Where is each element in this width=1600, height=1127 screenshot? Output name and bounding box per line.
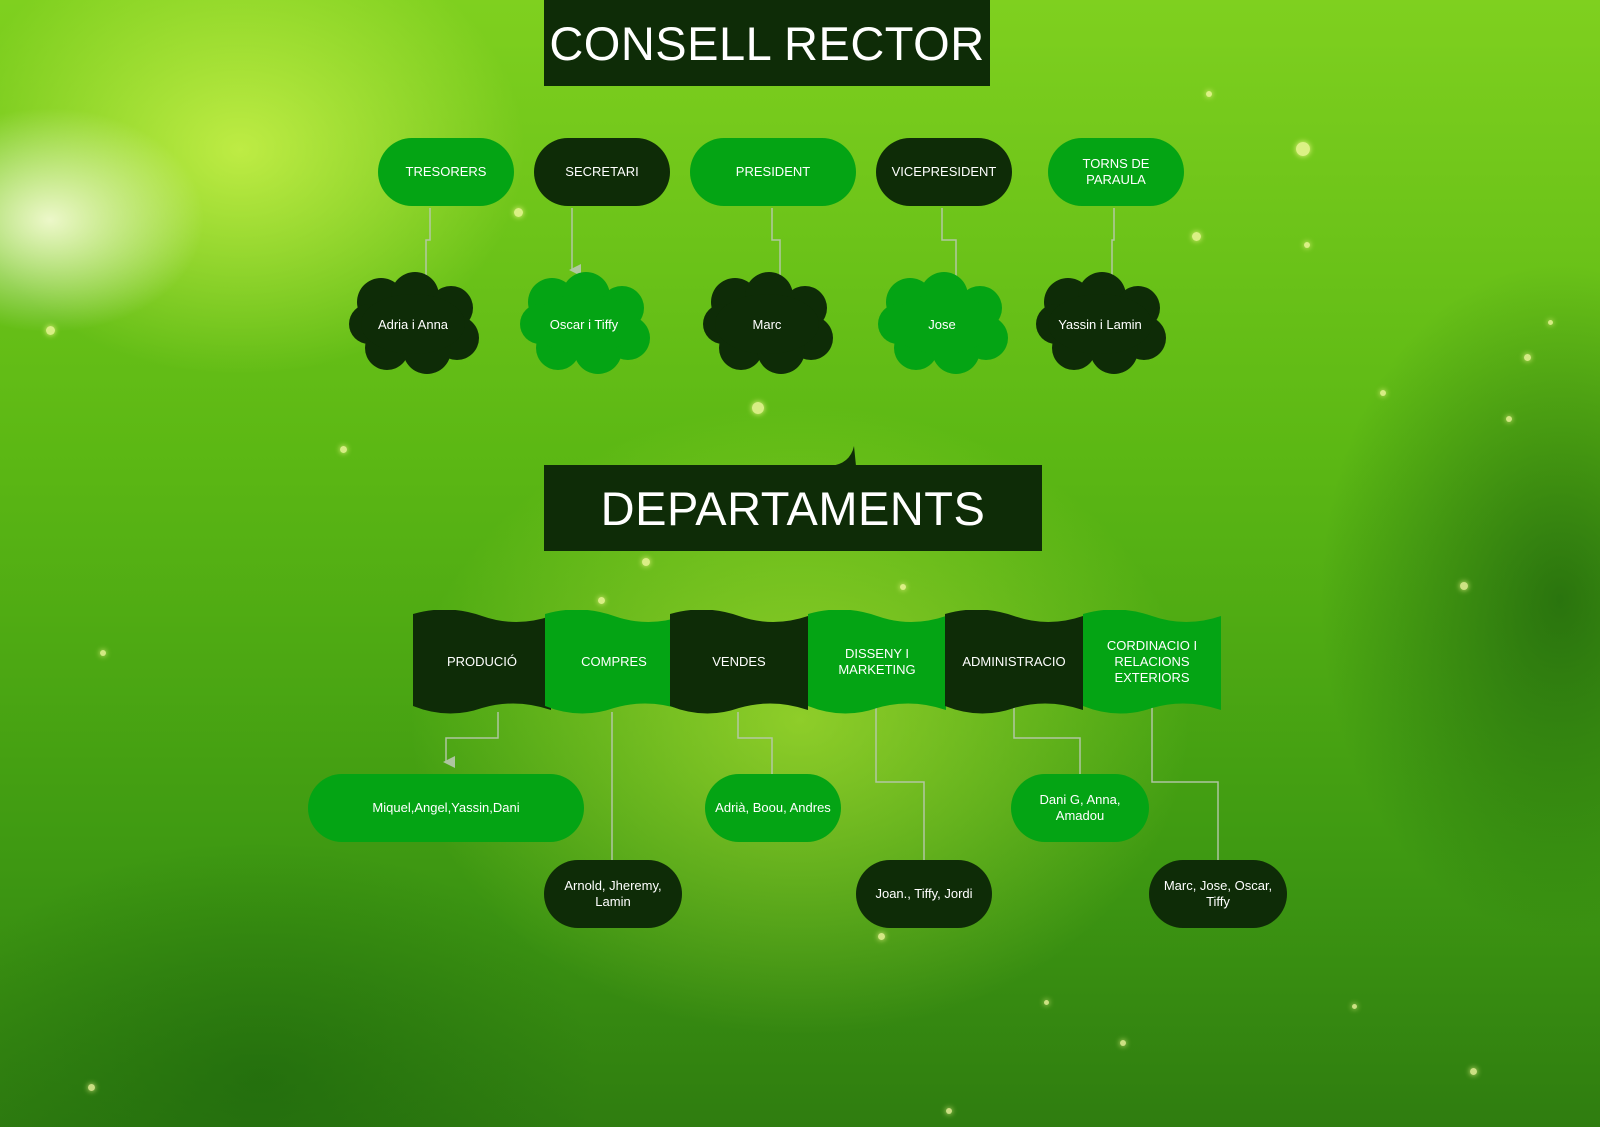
role-vicepresident[interactable]: VICEPRESIDENT: [876, 138, 1012, 206]
member-label: Marc: [752, 316, 782, 332]
cloud-shape: [703, 272, 833, 374]
connector-administracio: [1013, 704, 1081, 774]
cloud-shape: [349, 272, 479, 374]
connector-president: [771, 208, 781, 278]
role-torns-de-paraula[interactable]: TORNS DE PARAULA: [1048, 138, 1184, 206]
banner-shape: [413, 609, 551, 714]
department-compres[interactable]: COMPRES: [545, 609, 683, 714]
department-cordinacio[interactable]: CORDINACIO I RELACIONS EXTERIORS: [1083, 609, 1221, 714]
department-label: DISSENY I MARKETING: [838, 646, 916, 677]
members-producio[interactable]: Miquel,Angel,Yassin,Dani: [308, 774, 584, 842]
member-cloud-secretari[interactable]: Oscar i Tiffy: [516, 272, 652, 376]
banner-shape: [808, 609, 946, 714]
department-administracio[interactable]: ADMINISTRACIO: [945, 609, 1083, 714]
banner-shape: [670, 609, 808, 714]
connector-vicepresident: [941, 208, 957, 278]
member-label: Jose: [928, 316, 956, 332]
connector-cordinacio: [1151, 704, 1219, 860]
department-vendes[interactable]: VENDES: [670, 609, 808, 714]
department-label: VENDES: [712, 654, 766, 669]
role-president[interactable]: PRESIDENT: [690, 138, 856, 206]
members-compres[interactable]: Arnold, Jheremy, Lamin: [544, 860, 682, 928]
department-label: CORDINACIO I RELACIONS EXTERIORS: [1106, 638, 1198, 685]
department-label: COMPRES: [581, 654, 647, 669]
cloud-shape: [878, 272, 1008, 374]
members-vendes[interactable]: Adrià, Boou, Andres: [705, 774, 841, 842]
banner-shape: [1083, 609, 1221, 714]
banner-shape: [545, 609, 683, 714]
connector-vendes: [737, 712, 773, 774]
connector-disseny: [875, 704, 925, 860]
department-label: PRODUCIÓ: [446, 654, 518, 669]
member-cloud-president[interactable]: Marc: [699, 272, 835, 376]
member-label: Oscar i Tiffy: [549, 316, 619, 332]
members-administracio[interactable]: Dani G, Anna, Amadou: [1011, 774, 1149, 842]
member-label: Adria i Anna: [377, 316, 449, 332]
cloud-shape: [520, 272, 650, 374]
member-cloud-vicepresident[interactable]: Jose: [874, 272, 1010, 376]
role-tresorers[interactable]: TRESORERS: [378, 138, 514, 206]
member-cloud-torns-de-paraula[interactable]: Yassin i Lamin: [1032, 272, 1168, 376]
connector-producio: [443, 712, 499, 768]
members-cordinacio[interactable]: Marc, Jose, Oscar, Tiffy: [1149, 860, 1287, 928]
department-label: ADMINISTRACIO: [962, 654, 1066, 669]
banner-shape: [945, 609, 1083, 714]
role-secretari[interactable]: SECRETARI: [534, 138, 670, 206]
department-producio[interactable]: PRODUCIÓ: [413, 609, 551, 714]
department-disseny-marketing[interactable]: DISSENY I MARKETING: [808, 609, 946, 714]
member-cloud-tresorers[interactable]: Adria i Anna: [345, 272, 481, 376]
cloud-shape: [1036, 272, 1166, 374]
callout-tab: [830, 446, 856, 466]
connector-tresorers: [425, 208, 431, 278]
council-title: CONSELL RECTOR: [544, 0, 990, 86]
members-disseny-marketing[interactable]: Joan., Tiffy, Jordi: [856, 860, 992, 928]
departments-title: DEPARTAMENTS: [544, 465, 1042, 551]
connector-torns: [1111, 208, 1115, 278]
member-label: Yassin i Lamin: [1058, 316, 1142, 332]
